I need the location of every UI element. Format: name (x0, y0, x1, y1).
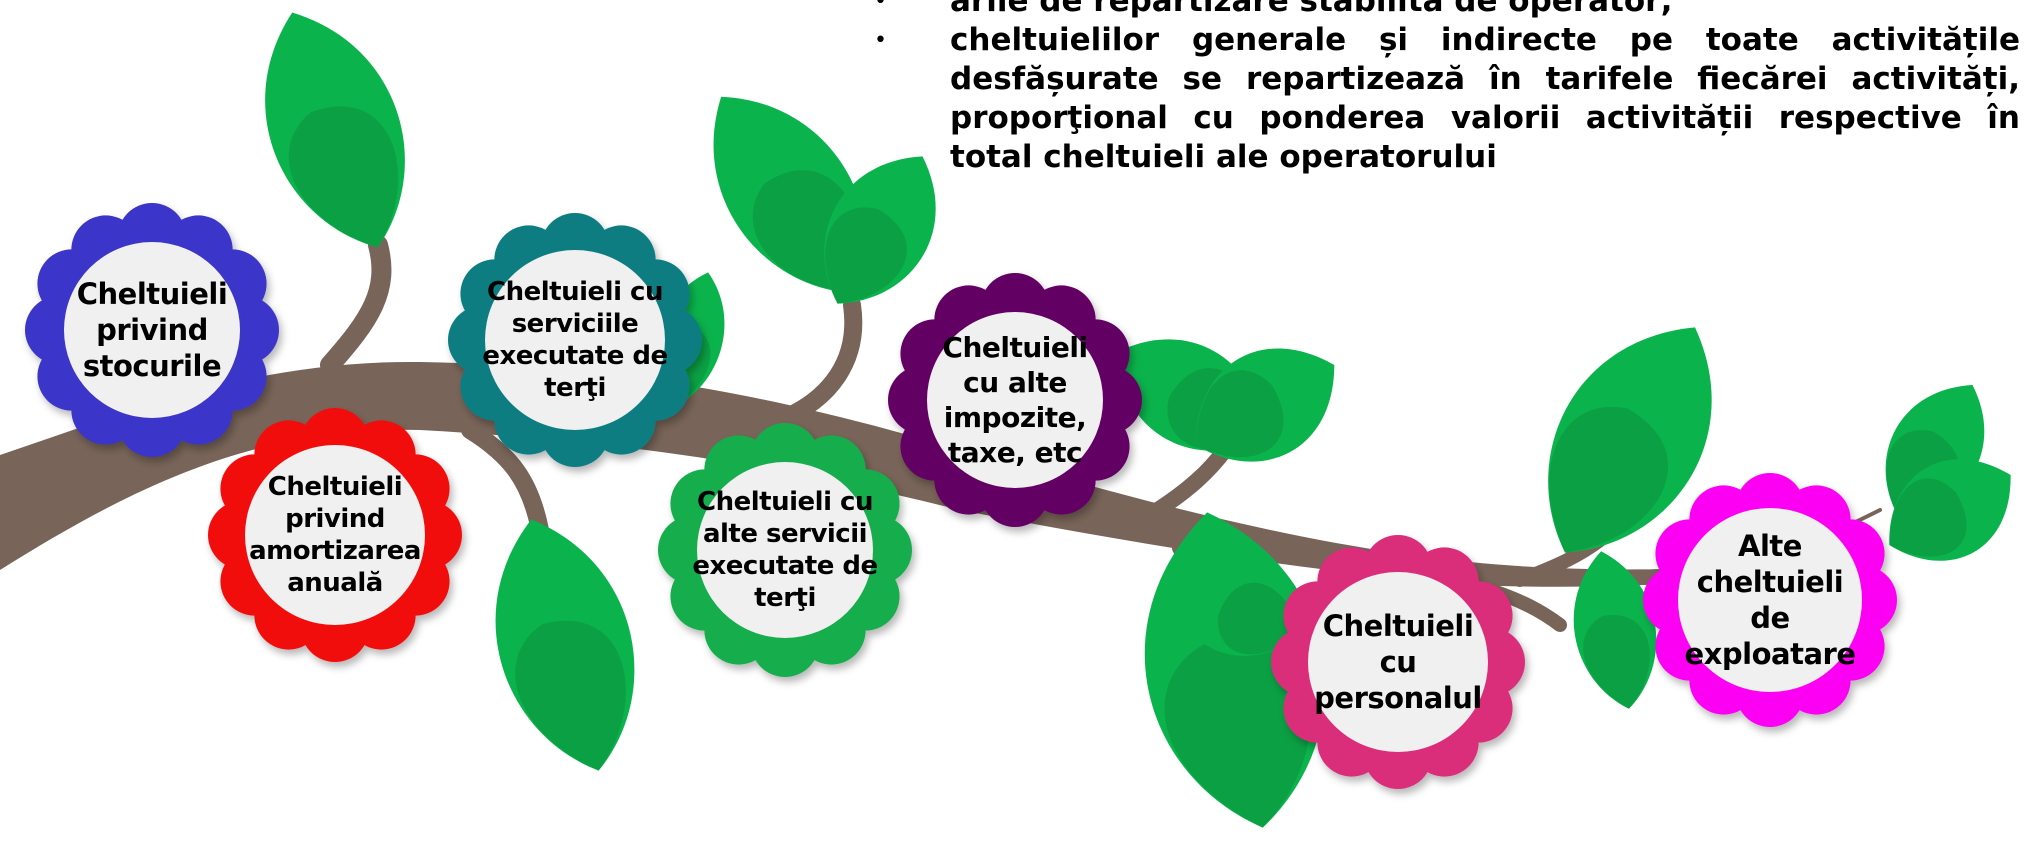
bullet-item: cheltuielilor generale și indirecte pe t… (870, 21, 2020, 177)
flower-label: Cheltuieli cu serviciile executate de te… (482, 277, 668, 403)
flower-center (927, 312, 1103, 488)
flower-center (1678, 508, 1862, 692)
bullet-text-block: ările de repartizare stabilită de operat… (870, 0, 2020, 177)
flower (25, 203, 279, 457)
flower (658, 423, 913, 678)
flower (448, 213, 703, 467)
bullet-item: ările de repartizare stabilită de operat… (870, 0, 2020, 21)
twig (320, 235, 392, 375)
flower-label: Cheltuieli cu personalul (1314, 609, 1482, 715)
flower-label: Cheltuieli privind stocurile (76, 277, 228, 383)
flower (1271, 535, 1525, 790)
leaf (824, 156, 936, 304)
leaf (1573, 551, 1657, 709)
leaf (265, 12, 405, 248)
flower-center (485, 250, 665, 430)
leaf (1169, 564, 1301, 656)
flower-center (1308, 572, 1488, 752)
leaf (1889, 459, 2011, 561)
flower-center (697, 462, 873, 638)
flower (1643, 473, 1897, 728)
twig (771, 296, 863, 429)
flowers (25, 203, 1897, 790)
flower (888, 273, 1142, 527)
flower-center (64, 242, 240, 418)
flower-label: Alte cheltuieli de exploatare (1684, 529, 1856, 671)
flower-label: Cheltuieli privind amortizarea anuală (249, 472, 421, 598)
leaf (1548, 327, 1712, 553)
flower-label: Cheltuieli cu alte servicii executate de… (692, 487, 878, 613)
flower (208, 408, 462, 663)
leaf (1195, 348, 1335, 462)
twig (461, 421, 549, 539)
flower-label: Cheltuieli cu alte impozite, taxe, etc (942, 331, 1088, 469)
leaf (495, 519, 635, 771)
flower-center (245, 445, 425, 625)
